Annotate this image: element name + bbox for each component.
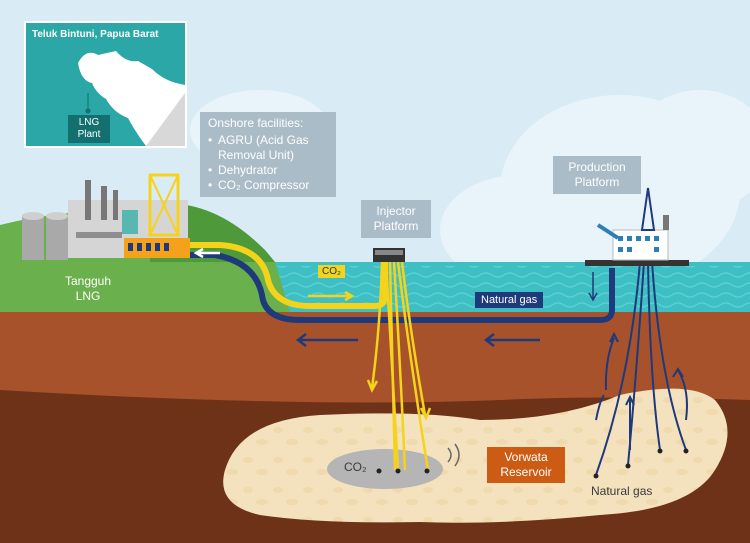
tangguh-lng-label: Tangguh LNG — [56, 272, 120, 306]
production-wells — [595, 261, 688, 476]
production-platform-label: Production Platform — [553, 156, 641, 194]
map-title: Teluk Bintuni, Papua Barat — [32, 29, 159, 40]
map-inset: Teluk Bintuni, Papua Barat LNG Plant — [24, 21, 187, 148]
injector-platform-label: Injector Platform — [361, 200, 431, 238]
co2-pipe-label: CO₂ — [318, 265, 345, 278]
injector-platform-icon — [373, 248, 405, 262]
onshore-item: Dehydrator — [208, 163, 328, 178]
lng-plant-icon — [22, 173, 190, 260]
papua-map-icon — [78, 51, 185, 146]
onshore-list: AGRU (Acid Gas Removal Unit) Dehydrator … — [208, 133, 328, 193]
onshore-item: CO₂ Compressor — [208, 178, 328, 193]
gas-pipeline — [190, 252, 615, 323]
reservoir-natural-gas-label: Natural gas — [591, 484, 653, 498]
injection-wells — [366, 261, 432, 471]
co2-pipeline — [190, 242, 388, 309]
flow-arrows — [193, 247, 540, 347]
onshore-item: AGRU (Acid Gas Removal Unit) — [208, 133, 328, 163]
lng-plant-label: LNG Plant — [68, 115, 110, 143]
co2-plume — [327, 449, 443, 489]
vorwata-reservoir-label: Vorwata Reservoir — [487, 447, 565, 483]
onshore-title: Onshore facilities: — [208, 116, 304, 130]
reservoir-co2-label: CO₂ — [344, 460, 367, 474]
natural-gas-pipe-label: Natural gas — [475, 292, 544, 308]
reservoir — [223, 388, 728, 523]
onshore-facilities-box: Onshore facilities: AGRU (Acid Gas Remov… — [200, 112, 336, 197]
production-platform-icon — [585, 187, 689, 266]
